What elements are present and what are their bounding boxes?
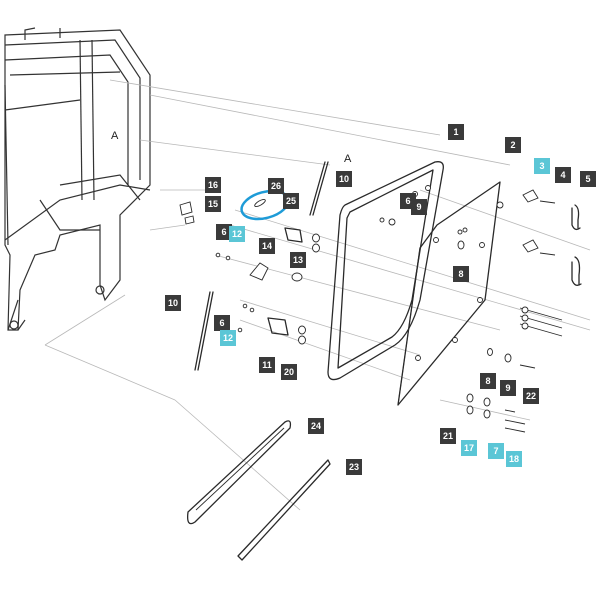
part-label-23: 23 — [346, 459, 362, 475]
part-label-12: 12 — [229, 226, 245, 242]
part-label-1: 1 — [448, 124, 464, 140]
part-label-18: 18 — [506, 451, 522, 467]
part-label-21: 21 — [440, 428, 456, 444]
glass-door-2 — [397, 181, 504, 406]
callout-letter-a: A — [111, 130, 119, 142]
part-label-4: 4 — [555, 167, 571, 183]
part-label-6: 6 — [216, 224, 232, 240]
part-label-5: 5 — [580, 171, 596, 187]
part-label-10: 10 — [336, 171, 352, 187]
seal-strips — [187, 420, 331, 561]
part-label-12: 12 — [220, 330, 236, 346]
part-label-26: 26 — [268, 178, 284, 194]
part-label-9: 9 — [500, 380, 516, 396]
part-label-24: 24 — [308, 418, 324, 434]
hardware-right — [379, 185, 582, 433]
leader-lines — [44, 79, 591, 511]
part-label-20: 20 — [281, 364, 297, 380]
part-label-8: 8 — [480, 373, 496, 389]
part-label-16: 16 — [205, 177, 221, 193]
part-label-8: 8 — [453, 266, 469, 282]
part-label-22: 22 — [523, 388, 539, 404]
part-label-3: 3 — [534, 158, 550, 174]
cab-frame — [4, 27, 151, 331]
part-label-25: 25 — [283, 193, 299, 209]
part-label-11: 11 — [259, 357, 275, 373]
part-label-10: 10 — [165, 295, 181, 311]
part-label-6: 6 — [214, 315, 230, 331]
part-label-14: 14 — [259, 238, 275, 254]
part-label-17: 17 — [461, 440, 477, 456]
part-label-7: 7 — [488, 443, 504, 459]
part-label-13: 13 — [290, 252, 306, 268]
part-label-9: 9 — [411, 199, 427, 215]
door-frame-1 — [327, 161, 444, 381]
part-label-15: 15 — [205, 196, 221, 212]
hardware-left — [179, 161, 329, 371]
callout-letter-a: A — [344, 153, 352, 165]
part-label-2: 2 — [505, 137, 521, 153]
